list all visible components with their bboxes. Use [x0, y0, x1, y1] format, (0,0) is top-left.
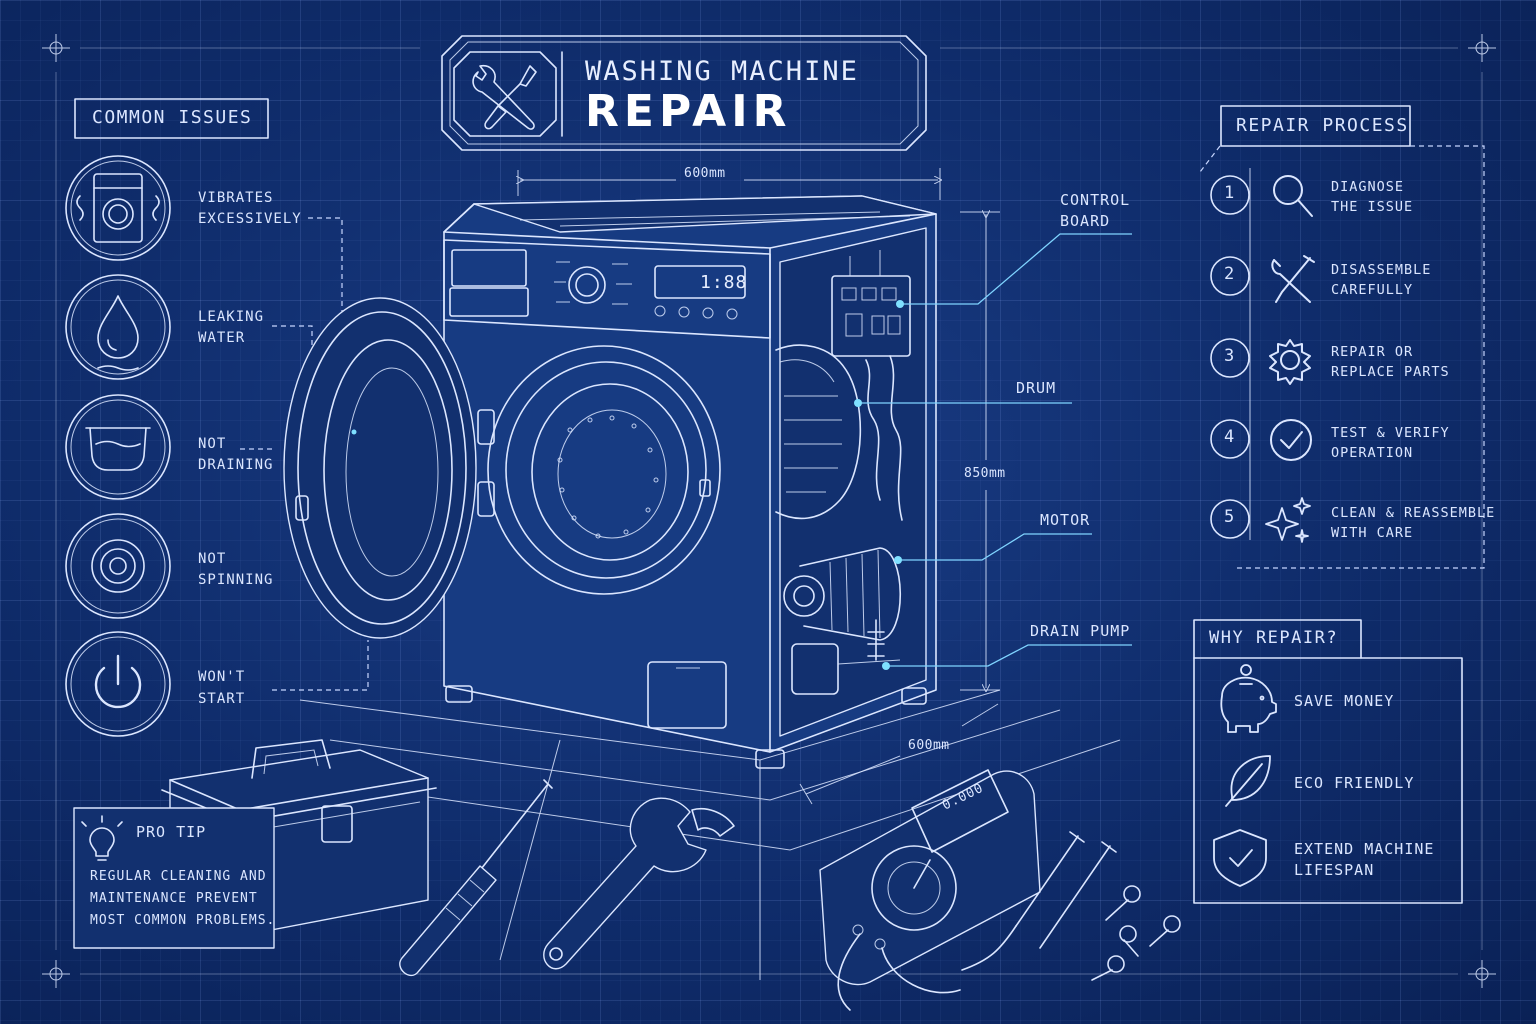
pro-tip-line1: REGULAR CLEANING AND	[90, 869, 267, 884]
step-number: 1	[1224, 183, 1236, 203]
shield-check-icon	[1213, 829, 1267, 887]
step-number: 5	[1224, 507, 1236, 527]
dimension-depth: 600mm	[908, 738, 950, 753]
issue-label-line1: NOT	[198, 436, 227, 452]
washing-machine-illustration	[283, 195, 937, 769]
step-number: 2	[1224, 264, 1236, 284]
test-probes-illustration	[961, 831, 1117, 971]
step-label-line2: CAREFULLY	[1331, 282, 1414, 298]
height-dimension-line	[960, 212, 1000, 690]
piggy-bank-icon	[1220, 664, 1277, 733]
issue-label-line2: SPINNING	[198, 572, 274, 588]
dimension-width-top: 600mm	[684, 166, 726, 181]
step-number-circles	[1210, 175, 1250, 539]
issue-label-line1: WON'T	[198, 669, 246, 685]
pro-tip-line3: MOST COMMON PROBLEMS.	[90, 913, 276, 928]
lightbulb-icon	[81, 815, 123, 861]
part-label-control-board-line1: CONTROL	[1060, 191, 1131, 209]
part-label-motor: MOTOR	[1040, 511, 1091, 529]
issue-label-line1: NOT	[198, 551, 227, 567]
top-dimension-line	[518, 168, 940, 200]
why-label-save-money: SAVE MONEY	[1294, 692, 1395, 710]
drum-ring-icon	[91, 539, 145, 593]
tools-icon	[1271, 255, 1315, 303]
part-label-control-board-line2: BOARD	[1060, 212, 1111, 230]
why-label-eco-friendly: ECO FRIENDLY	[1294, 774, 1415, 792]
gear-icon	[1269, 339, 1311, 385]
common-issues-heading: COMMON ISSUES	[92, 107, 253, 128]
dimension-height: 850mm	[964, 466, 1006, 481]
part-callout-dots	[351, 300, 904, 670]
step-label-line2: THE ISSUE	[1331, 199, 1414, 215]
vibrating-washer-icon	[76, 173, 160, 243]
issue-label-line2: START	[198, 691, 246, 707]
checkmark-icon	[1270, 419, 1312, 461]
common-issues-heading-box	[74, 98, 269, 139]
water-drop-icon	[97, 295, 139, 371]
sparkle-icon	[1265, 497, 1311, 543]
part-label-drum: DRUM	[1016, 379, 1057, 397]
magnifier-icon	[1273, 175, 1313, 217]
step-label-line2: OPERATION	[1331, 445, 1414, 461]
wrench-illustration	[543, 797, 735, 970]
step-label-line1: REPAIR OR	[1331, 344, 1414, 360]
multimeter-illustration	[819, 769, 1041, 1011]
step-label-line2: REPLACE PARTS	[1331, 364, 1450, 380]
repair-process-panel	[1199, 105, 1485, 569]
why-repair-panel	[1193, 619, 1463, 904]
step-number: 3	[1224, 346, 1236, 366]
title-line2: REPAIR	[585, 86, 792, 137]
step-label-line1: DISASSEMBLE	[1331, 262, 1432, 278]
step-label-line1: CLEAN & REASSEMBLE	[1331, 505, 1496, 521]
title-line1: WASHING MACHINE	[585, 56, 859, 87]
screwdriver-illustration	[399, 779, 553, 977]
step-number: 4	[1224, 427, 1236, 447]
leaf-icon	[1225, 755, 1271, 807]
why-label-extend-line2: LIFESPAN	[1294, 861, 1375, 879]
pro-tip-box	[73, 807, 275, 949]
why-repair-heading: WHY REPAIR?	[1209, 628, 1339, 648]
power-icon	[94, 654, 142, 709]
step-label-line1: DIAGNOSE	[1331, 179, 1405, 195]
pro-tip-line2: MAINTENANCE PREVENT	[90, 891, 258, 906]
issue-label-line2: DRAINING	[198, 457, 274, 473]
depth-dimension-line	[799, 703, 999, 805]
issue-label-line2: EXCESSIVELY	[198, 211, 302, 227]
issue-label-line1: LEAKING	[198, 309, 265, 325]
why-label-extend-line1: EXTEND MACHINE	[1294, 840, 1435, 858]
pro-tip-heading: PRO TIP	[136, 823, 207, 841]
issue-label-line1: VIBRATES	[198, 190, 274, 206]
issue-label-line2: WATER	[198, 330, 246, 346]
basin-icon	[85, 427, 151, 471]
part-label-drain-pump: DRAIN PUMP	[1030, 622, 1131, 640]
screws-illustration	[1091, 885, 1181, 981]
wrench-screwdriver-icon	[472, 64, 537, 130]
step-label-line2: WITH CARE	[1331, 525, 1414, 541]
issue-icon-circles	[65, 155, 171, 737]
panel-display-readout: 1:88	[700, 272, 748, 293]
repair-process-heading: REPAIR PROCESS	[1236, 115, 1409, 136]
corner-marks	[42, 34, 1496, 988]
part-callout-lines	[858, 233, 1132, 667]
title-frame	[441, 35, 927, 151]
step-label-line1: TEST & VERIFY	[1331, 425, 1450, 441]
